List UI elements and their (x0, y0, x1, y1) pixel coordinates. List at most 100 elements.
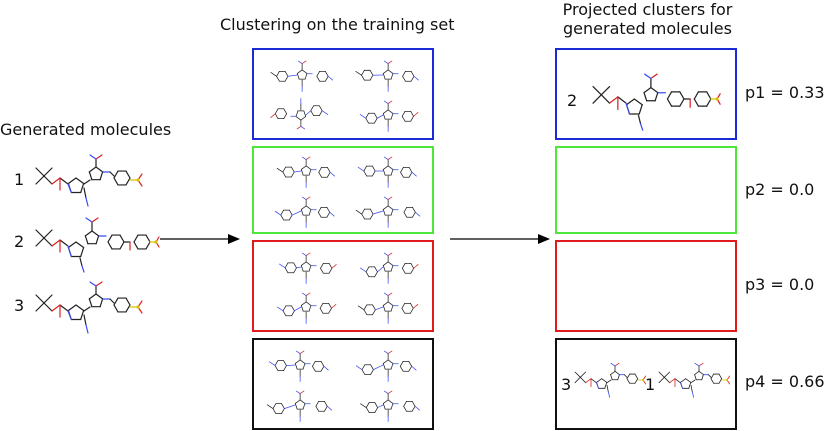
phenyl-ring (283, 108, 287, 115)
phenyl-ring (400, 166, 404, 173)
bond-line (109, 298, 115, 304)
substituent-bond (331, 304, 337, 309)
ester-oxygen-bond (669, 378, 676, 384)
bond-line (43, 294, 53, 304)
pyrazole-ring (387, 261, 394, 266)
pyrrolidine-ring (633, 98, 643, 106)
training-cluster-1-molecule (359, 100, 419, 132)
ester-oxygen-bond (585, 378, 592, 384)
amide-nitrogen-bond (295, 350, 301, 354)
phenyl-ring (410, 115, 414, 122)
pyrazole-ring (305, 261, 312, 266)
training-cluster-1-box (252, 48, 434, 140)
pyrazole-ring (694, 370, 700, 375)
ring (361, 213, 365, 220)
ring (363, 304, 368, 311)
bond-line (43, 302, 53, 312)
training-cluster-4-molecule (355, 350, 417, 382)
bond-line (357, 166, 365, 172)
bond-line (592, 94, 602, 104)
ring (282, 310, 287, 317)
ring (291, 310, 295, 317)
ring (276, 75, 280, 82)
phenyl-ring (634, 378, 639, 384)
bond-line (83, 314, 87, 326)
pyrazole-ring (650, 87, 659, 94)
pyrazole-ring (296, 69, 303, 74)
atom-dot (136, 305, 140, 309)
pyrazole-ring (694, 374, 697, 381)
phenyl-ring (113, 304, 119, 313)
pyrazole-ring (300, 205, 307, 210)
phenyl-ring (324, 400, 328, 407)
phenyl-ring (410, 262, 415, 269)
amide-nitrogen-bond (383, 252, 389, 256)
phenyl-ring (410, 302, 414, 309)
phenyl-ring (113, 170, 119, 179)
pyrazole-ring (643, 87, 652, 94)
phenyl-ring (666, 98, 673, 107)
phenyl-ring (401, 267, 406, 274)
substituent-bond (413, 112, 419, 117)
pyrrolidine-ring (596, 378, 603, 383)
phenyl-ring (119, 234, 125, 243)
nitrile-bond (85, 197, 89, 207)
pyrrolidine-ring (67, 241, 77, 249)
phenyl-ring (324, 405, 328, 412)
phenyl-ring (125, 304, 131, 313)
piperidine-ring (693, 98, 700, 107)
clustering-heading: Clustering on the training set (220, 15, 455, 34)
phenyl-ring (317, 206, 322, 213)
bond-line (274, 210, 282, 216)
nitrogen-bond (287, 74, 298, 77)
amide-nitrogen-bond (295, 390, 301, 394)
bond-line (579, 371, 587, 378)
pyrazole-ring (382, 305, 386, 312)
amide-oxygen-bond (650, 73, 658, 79)
bond-line (59, 239, 69, 247)
phenyl-ring (318, 171, 322, 178)
pyrazole-ring (99, 171, 104, 181)
ring (374, 271, 378, 278)
bond-line (359, 114, 367, 119)
training-cluster-4-molecule (268, 350, 329, 382)
amide-nitrogen-bond (89, 154, 97, 160)
ring (365, 407, 370, 413)
pyrazole-ring (95, 293, 104, 300)
ring (281, 403, 285, 409)
bond-line (658, 376, 665, 384)
nitrogen-bond (373, 364, 384, 371)
training-cluster-1-molecule (270, 60, 334, 92)
pyrazole-ring (382, 359, 389, 364)
amide-oxygen-bond (305, 292, 311, 296)
bond-line (707, 374, 712, 378)
pyrazole-ring (304, 73, 308, 80)
training-cluster-4-molecule (266, 390, 333, 422)
phenyl-ring (410, 307, 414, 314)
phenyl-ring (410, 267, 415, 274)
phenyl-ring (328, 302, 332, 309)
ring (284, 267, 289, 274)
pyrazole-ring (387, 165, 394, 170)
ring (293, 267, 297, 274)
ring (373, 112, 378, 119)
ring (310, 110, 315, 117)
pyrazole-ring (302, 403, 306, 410)
phenyl-ring (328, 307, 332, 314)
pyrazole-ring (382, 403, 386, 410)
bond-line (266, 404, 274, 409)
bond-line (83, 179, 91, 185)
pyrazole-ring (308, 265, 312, 272)
pyrazole-ring (387, 69, 394, 74)
nitrogen-bond (305, 110, 312, 116)
ring (363, 170, 368, 177)
ring (282, 166, 287, 173)
pyrazole-ring (300, 261, 307, 266)
amide-oxygen-bond (299, 350, 305, 354)
amide-oxygen-bond (387, 390, 393, 394)
pyrrolidine-ring (80, 246, 85, 258)
bond-line (623, 374, 628, 378)
pyrazole-ring (643, 92, 648, 102)
bond-line (43, 229, 53, 239)
ester-oxygen-bond (51, 304, 61, 312)
